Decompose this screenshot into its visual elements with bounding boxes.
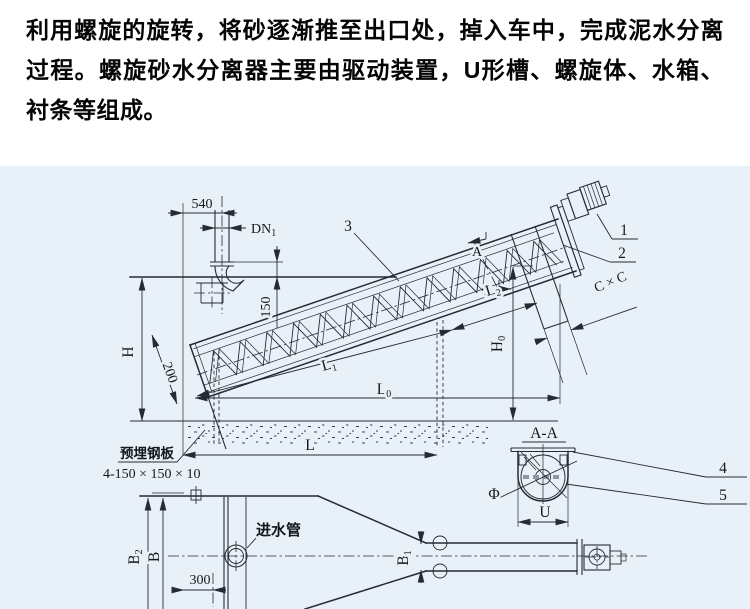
inlet-pipe-plan: 进水管 [224, 519, 303, 571]
section-marker-a-bottom: A [484, 284, 495, 299]
part-label-1: 1 [620, 222, 628, 239]
part-label-2: 2 [618, 245, 626, 262]
dim-dn1: DN1 [251, 222, 276, 239]
screw-spiral [193, 232, 567, 386]
separator-diagram: A A 540 DN1 150 H [101, 180, 747, 609]
part-label-5: 5 [719, 487, 727, 504]
plan-outline [139, 486, 648, 609]
intro-text: 利用螺旋的旋转，将砂逐渐推至出口处，掉入车中，完成泥水分离过程。螺旋砂水分离器主… [26, 17, 724, 123]
dim-l0: L0 [377, 381, 391, 400]
dim-cxc: C × C [592, 269, 629, 296]
section-cut-markers: A A [468, 232, 512, 302]
water-tank [129, 196, 397, 450]
elevation-dimensions: 540 DN1 150 H 200 L1 L2 L [118, 195, 638, 459]
technical-drawing: A A 540 DN1 150 H [0, 166, 750, 609]
embedded-plate-label: 预埋钢板 [120, 445, 174, 461]
drain-stub [194, 277, 230, 309]
section-title: A-A [530, 425, 558, 442]
ground-line [130, 420, 558, 444]
dim-200: 200 [159, 360, 180, 385]
drive-unit [549, 180, 611, 278]
section-dimensions: Φ U [486, 460, 578, 527]
embedded-plate-spec: 4-150 × 150 × 10 [103, 467, 200, 482]
dim-l1: L1 [320, 355, 339, 377]
inlet-elbow [210, 196, 245, 314]
embedded-plate-note: 预埋钢板 4-150 × 150 × 10 [101, 429, 206, 485]
part-label-3: 3 [344, 218, 352, 235]
dim-h0: H0 [489, 336, 508, 352]
dim-u: U [539, 504, 550, 521]
dim-b: B [146, 552, 163, 562]
trough-cross-section [510, 444, 576, 508]
motor [578, 180, 608, 212]
section-marker-a-top: A [472, 245, 483, 260]
dim-b2: B2 [126, 549, 145, 564]
dim-b1: B1 [395, 550, 414, 565]
part-label-4: 4 [719, 460, 727, 477]
dim-l: L [305, 437, 314, 454]
dim-150: 150 [259, 297, 274, 318]
plan-trough-tube [432, 535, 627, 579]
section-view: A-A Φ U 4 [486, 423, 747, 527]
ground-hatch [186, 423, 488, 444]
plan-view: 进水管 B2 B B1 300 [124, 486, 648, 609]
dim-540: 540 [192, 197, 213, 212]
section-callouts: 4 5 [565, 451, 747, 507]
part-callouts: 1 2 3 [342, 213, 638, 282]
dim-h: H [120, 346, 137, 357]
motor-shaft-cap [600, 185, 611, 198]
dim-phi: Φ [488, 486, 499, 503]
dim-300: 300 [190, 573, 211, 588]
inlet-pipe-label: 进水管 [256, 521, 301, 539]
plan-dimensions: B2 B B1 300 [124, 497, 425, 609]
intro-section: 利用螺旋的旋转，将砂逐渐推至出口处，掉入车中，完成泥水分离过程。螺旋砂水分离器主… [0, 0, 750, 166]
